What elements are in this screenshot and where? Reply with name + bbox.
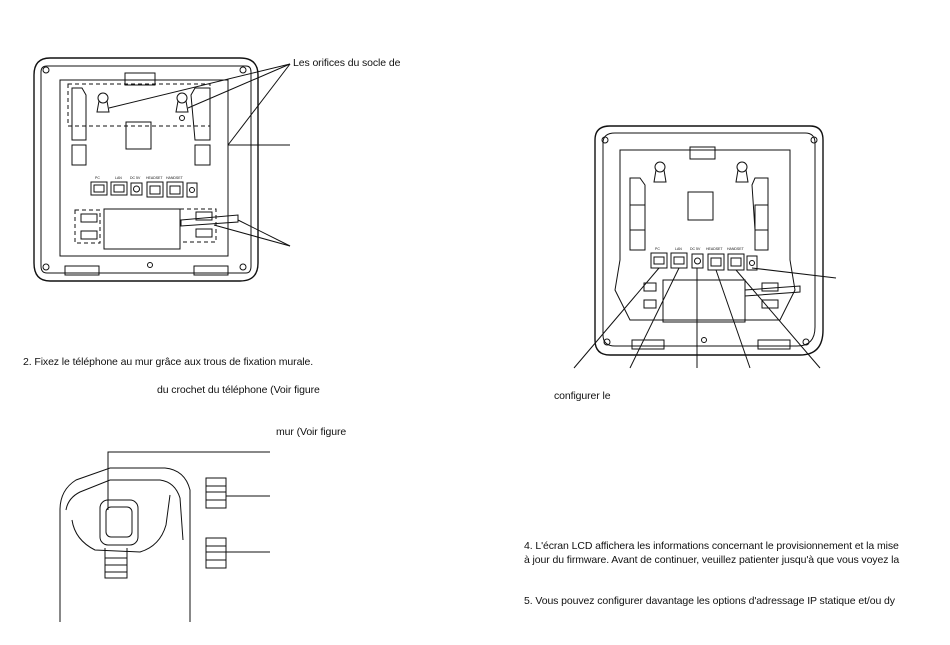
step-5-text: 5. Vous pouvez configurer davantage les …	[524, 595, 895, 607]
step-4-line-1: 4. L'écran LCD affichera les information…	[524, 540, 899, 552]
step-4-line-2: à jour du firmware. Avant de continuer, …	[524, 554, 900, 566]
callout-wall-mount-holes: Les orifices du socle de	[293, 57, 401, 69]
step-2-text: 2. Fixez le téléphone au mur grâce aux t…	[23, 356, 314, 368]
hook-text: du crochet du téléphone (Voir figure	[157, 384, 320, 396]
wall-text: mur (Voir figure	[276, 426, 347, 438]
configure-text: configurer le	[554, 390, 611, 402]
